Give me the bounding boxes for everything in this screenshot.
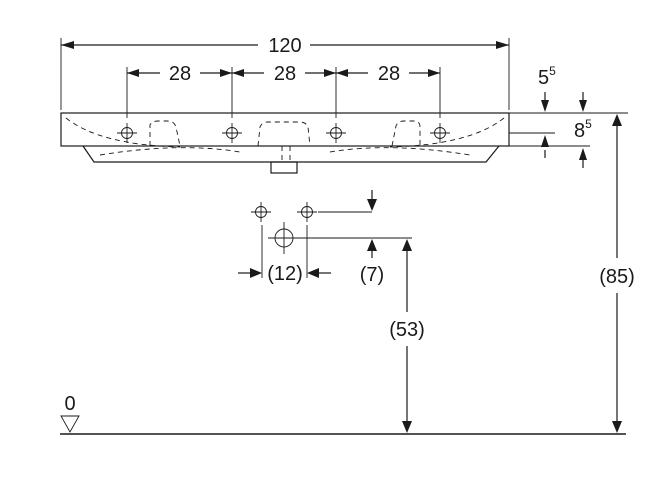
tap-hole-marks (116, 122, 451, 144)
tap-hole-icon (116, 122, 138, 144)
dimension-tap-spacings: 28 28 28 (126, 63, 441, 118)
waste-detail: (7) (12) (238, 190, 412, 286)
overall-width-label: 120 (268, 35, 301, 57)
arrow-icon (367, 239, 377, 251)
tap-hole-icon (429, 122, 451, 144)
bowl-depth-label: 85 (574, 117, 592, 142)
rim-height-label: (85) (599, 266, 635, 288)
arrow-icon (612, 421, 622, 433)
dimension-overall-width: 120 (60, 35, 510, 110)
spacing-label-3: 28 (378, 63, 400, 85)
waste-offset-label: (7) (360, 264, 384, 286)
arrow-icon (61, 41, 74, 49)
dimension-rim-height: (85) (599, 114, 635, 433)
level-marker-icon (60, 415, 80, 433)
arrow-icon (402, 421, 412, 433)
connection-mark-icon (296, 201, 318, 223)
tap-hole-icon (221, 122, 243, 144)
dimension-waste-height: (53) (389, 239, 425, 433)
dimension-rim-depths: 55 85 (500, 64, 628, 168)
floor-reference: 0 (60, 393, 626, 435)
arrow-icon (402, 239, 412, 251)
spacing-label-2: 28 (274, 63, 296, 85)
spacing-label-1: 28 (169, 63, 191, 85)
arrow-icon (307, 268, 319, 278)
waste-spacing-label: (12) (267, 263, 303, 285)
arrow-icon (496, 41, 509, 49)
floor-level-label: 0 (64, 393, 75, 415)
connection-mark-icon (250, 201, 272, 223)
arrow-icon (367, 199, 377, 211)
arrow-icon (250, 268, 262, 278)
waste-height-label: (53) (389, 319, 425, 341)
rim-depth-label: 55 (538, 64, 556, 89)
tap-hole-icon (325, 122, 347, 144)
arrow-icon (612, 114, 622, 126)
basin-outline (60, 112, 510, 174)
